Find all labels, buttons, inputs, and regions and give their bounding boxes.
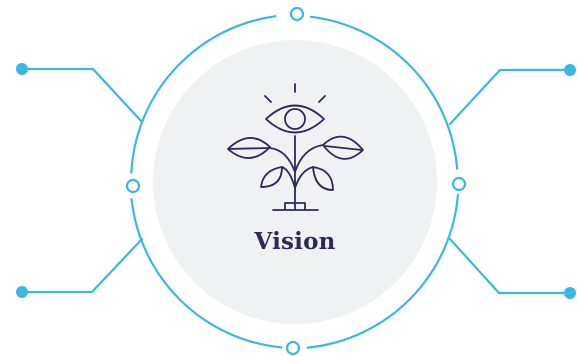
dot-bottom-left <box>16 286 28 298</box>
node-top <box>289 6 305 22</box>
node-bottom <box>285 340 301 356</box>
end-dots <box>16 63 576 299</box>
dot-bottom-right <box>564 287 576 299</box>
ring-nodes <box>125 6 467 356</box>
outer-ring <box>130 15 459 349</box>
dot-top-right <box>564 64 576 76</box>
vision-label: Vision <box>254 228 336 255</box>
connector-lines <box>20 67 572 295</box>
eye-plant-icon <box>227 83 364 211</box>
connector-top-left <box>20 67 144 124</box>
node-right <box>451 176 467 192</box>
dot-top-left <box>16 63 28 75</box>
connector-top-right <box>448 68 572 126</box>
node-left <box>125 178 141 194</box>
connector-bottom-right <box>448 237 572 295</box>
connector-bottom-left <box>20 237 144 294</box>
